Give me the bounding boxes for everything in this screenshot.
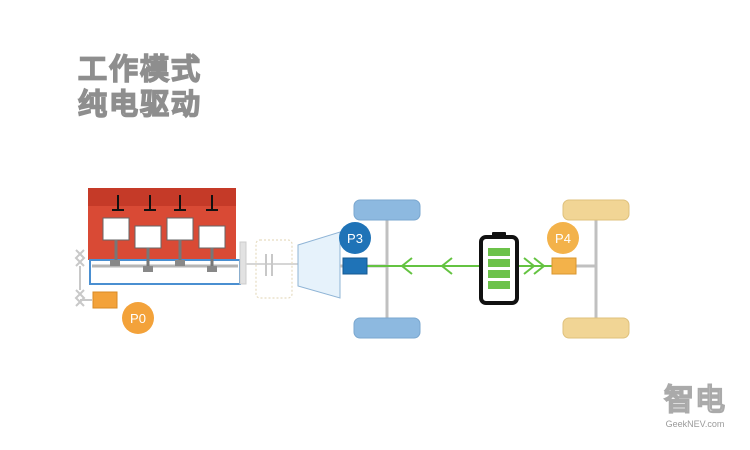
- piston-4: [198, 195, 226, 272]
- power-flow: [366, 257, 552, 275]
- flow-arrow-right-1: [523, 257, 536, 275]
- drivetrain: [239, 231, 341, 299]
- rear-wheel-left: [562, 199, 630, 221]
- front-axle: [340, 199, 421, 339]
- p4-label: P4: [555, 231, 571, 246]
- mode-subtitle: 纯电驱动: [77, 87, 203, 121]
- piston-2: [134, 195, 162, 272]
- motor-p0: P0: [92, 291, 154, 334]
- mode-title: 工作模式: [77, 52, 203, 86]
- piston-1: [102, 195, 130, 266]
- flow-arrow-left-2: [440, 257, 453, 275]
- flow-arrow-right-2: [533, 257, 546, 275]
- front-wheel-right: [353, 317, 421, 339]
- battery-icon: [479, 232, 519, 305]
- motor-p4: P4: [547, 222, 579, 275]
- piston-3: [166, 195, 194, 266]
- flow-arrow-left-1: [400, 257, 413, 275]
- watermark-main: 智电: [663, 383, 726, 418]
- pistons: [102, 195, 226, 272]
- belt-pulleys: [74, 249, 92, 307]
- front-wheel-left: [353, 199, 421, 221]
- watermark-sub: GeekNEV.com: [665, 419, 725, 429]
- rear-wheel-right: [562, 317, 630, 339]
- p3-label: P3: [347, 231, 363, 246]
- p0-label: P0: [130, 311, 146, 326]
- motor-p3: P3: [339, 222, 371, 275]
- watermark-logo: 智电 GeekNEV.com: [656, 383, 734, 429]
- rear-axle: [562, 199, 630, 339]
